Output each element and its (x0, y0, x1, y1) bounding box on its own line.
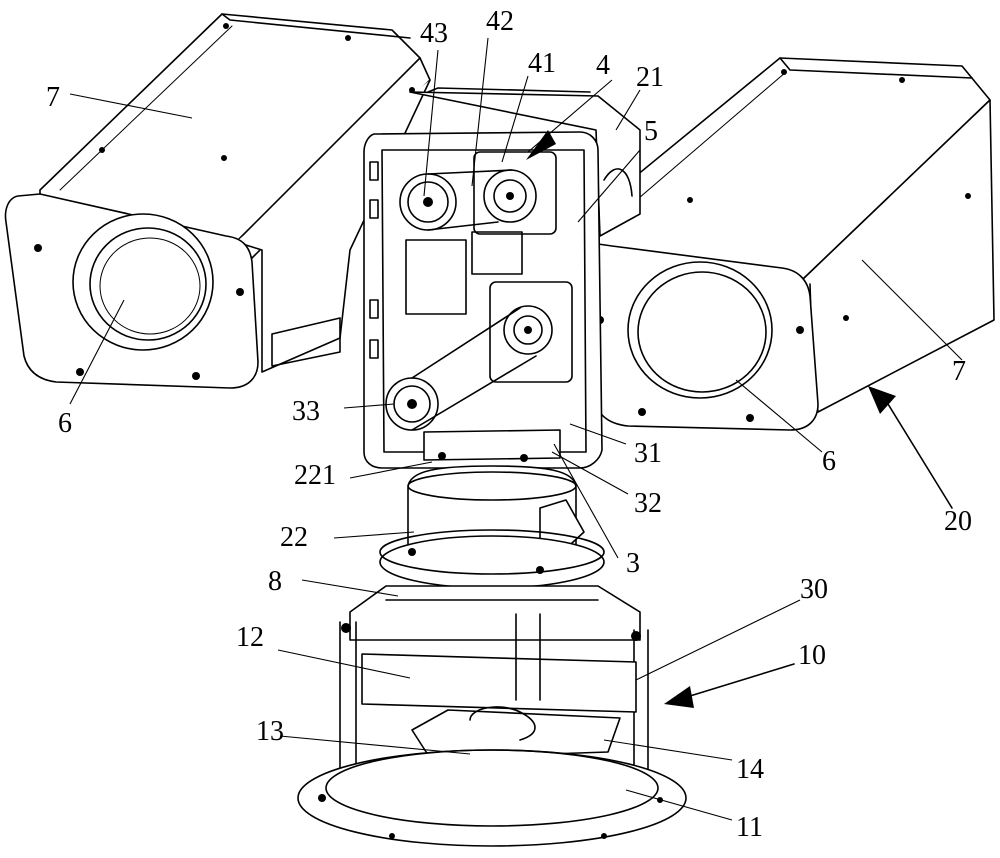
label-43: 43 (420, 18, 448, 49)
label-3: 3 (626, 548, 640, 579)
label-21: 21 (636, 62, 664, 93)
label-7-right: 7 (952, 356, 966, 387)
label-6-left: 6 (58, 408, 72, 439)
label-10: 10 (798, 640, 826, 671)
label-5: 5 (644, 116, 658, 147)
right-camera-housing (570, 58, 994, 430)
label-8: 8 (268, 566, 282, 597)
label-221: 221 (294, 460, 336, 491)
label-22: 22 (280, 522, 308, 553)
label-6-right: 6 (822, 446, 836, 477)
neck-and-base (298, 466, 686, 846)
label-32: 32 (634, 488, 662, 519)
label-13: 13 (256, 716, 284, 747)
label-41: 41 (528, 48, 556, 79)
label-12: 12 (236, 622, 264, 653)
label-7-left: 7 (46, 82, 60, 113)
label-11: 11 (736, 812, 763, 843)
label-31: 31 (634, 438, 662, 469)
right-lens (628, 262, 772, 398)
label-33: 33 (292, 396, 320, 427)
label-42: 42 (486, 6, 514, 37)
central-pan-tilt-head (364, 88, 640, 468)
label-4: 4 (596, 50, 610, 81)
label-20: 20 (944, 506, 972, 537)
label-14: 14 (736, 754, 764, 785)
label-30: 30 (800, 574, 828, 605)
left-lens (73, 214, 213, 350)
